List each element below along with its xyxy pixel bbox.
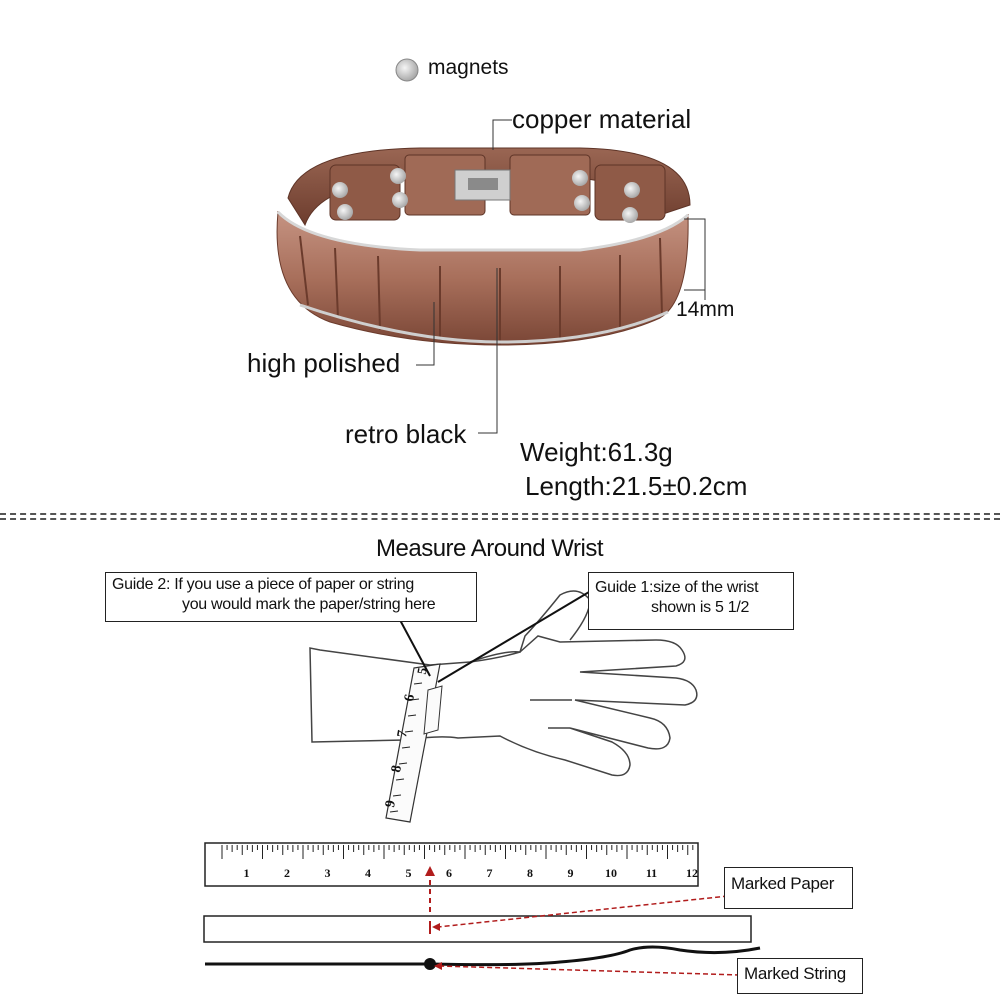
ruler-number: 7 <box>486 866 493 880</box>
section-divider <box>0 513 1000 515</box>
guide2-line1: Guide 2: If you use a piece of paper or … <box>112 576 414 593</box>
guide2-line2: you would mark the paper/string here <box>182 596 436 613</box>
string-mark <box>424 958 436 970</box>
high-polished-pointer <box>416 302 435 366</box>
marked-string-label: Marked String <box>737 958 863 994</box>
ruler-number: 2 <box>284 866 290 880</box>
high-polished-label: high polished <box>247 348 401 378</box>
bracelet-image <box>276 147 691 346</box>
marked-paper-label: Marked Paper <box>724 867 853 909</box>
ruler-number: 9 <box>567 866 574 880</box>
ruler-number: 5 <box>405 866 412 880</box>
magnet-icon <box>395 58 419 82</box>
ruler-number: 3 <box>324 866 331 880</box>
ruler-number: 6 <box>446 866 452 880</box>
marked-paper-pointer <box>437 895 729 928</box>
marked-string-pointer <box>439 965 741 976</box>
copper-material-label: copper material <box>512 104 692 134</box>
ruler-number: 4 <box>365 866 371 880</box>
guide2-box: Guide 2: If you use a piece of paper or … <box>105 572 477 622</box>
copper-material-pointer <box>492 119 512 150</box>
width-dimension-label: 14mm <box>676 298 735 321</box>
guide2-pointer <box>399 619 431 677</box>
weight-spec: Weight:61.3g <box>520 437 673 467</box>
ruler-number: 1 <box>243 866 250 880</box>
retro-black-pointer <box>478 268 498 434</box>
magnets-label: magnets <box>428 56 509 79</box>
string <box>205 945 761 967</box>
ruler <box>204 842 699 887</box>
ruler-mark-arrowhead <box>425 866 435 876</box>
ruler-number: 11 <box>645 866 658 880</box>
guide1-box: Guide 1:size of the wrist shown is 5 1/2 <box>588 572 794 630</box>
measure-title: Measure Around Wrist <box>376 535 604 562</box>
guide1-pointer <box>437 591 590 683</box>
guide1-line1: Guide 1:size of the wrist <box>595 579 759 596</box>
ruler-number: 8 <box>527 866 533 880</box>
length-spec: Length:21.5±0.2cm <box>525 471 748 501</box>
width-dimension-bracket <box>684 218 706 291</box>
guide1-line2: shown is 5 1/2 <box>651 599 750 616</box>
section-divider-secondary <box>0 518 1000 520</box>
ruler-number: 12 <box>686 866 698 880</box>
retro-black-label: retro black <box>345 419 467 449</box>
ruler-number: 10 <box>605 866 617 880</box>
paper-strip <box>203 915 752 943</box>
measuring-tape <box>385 663 443 823</box>
